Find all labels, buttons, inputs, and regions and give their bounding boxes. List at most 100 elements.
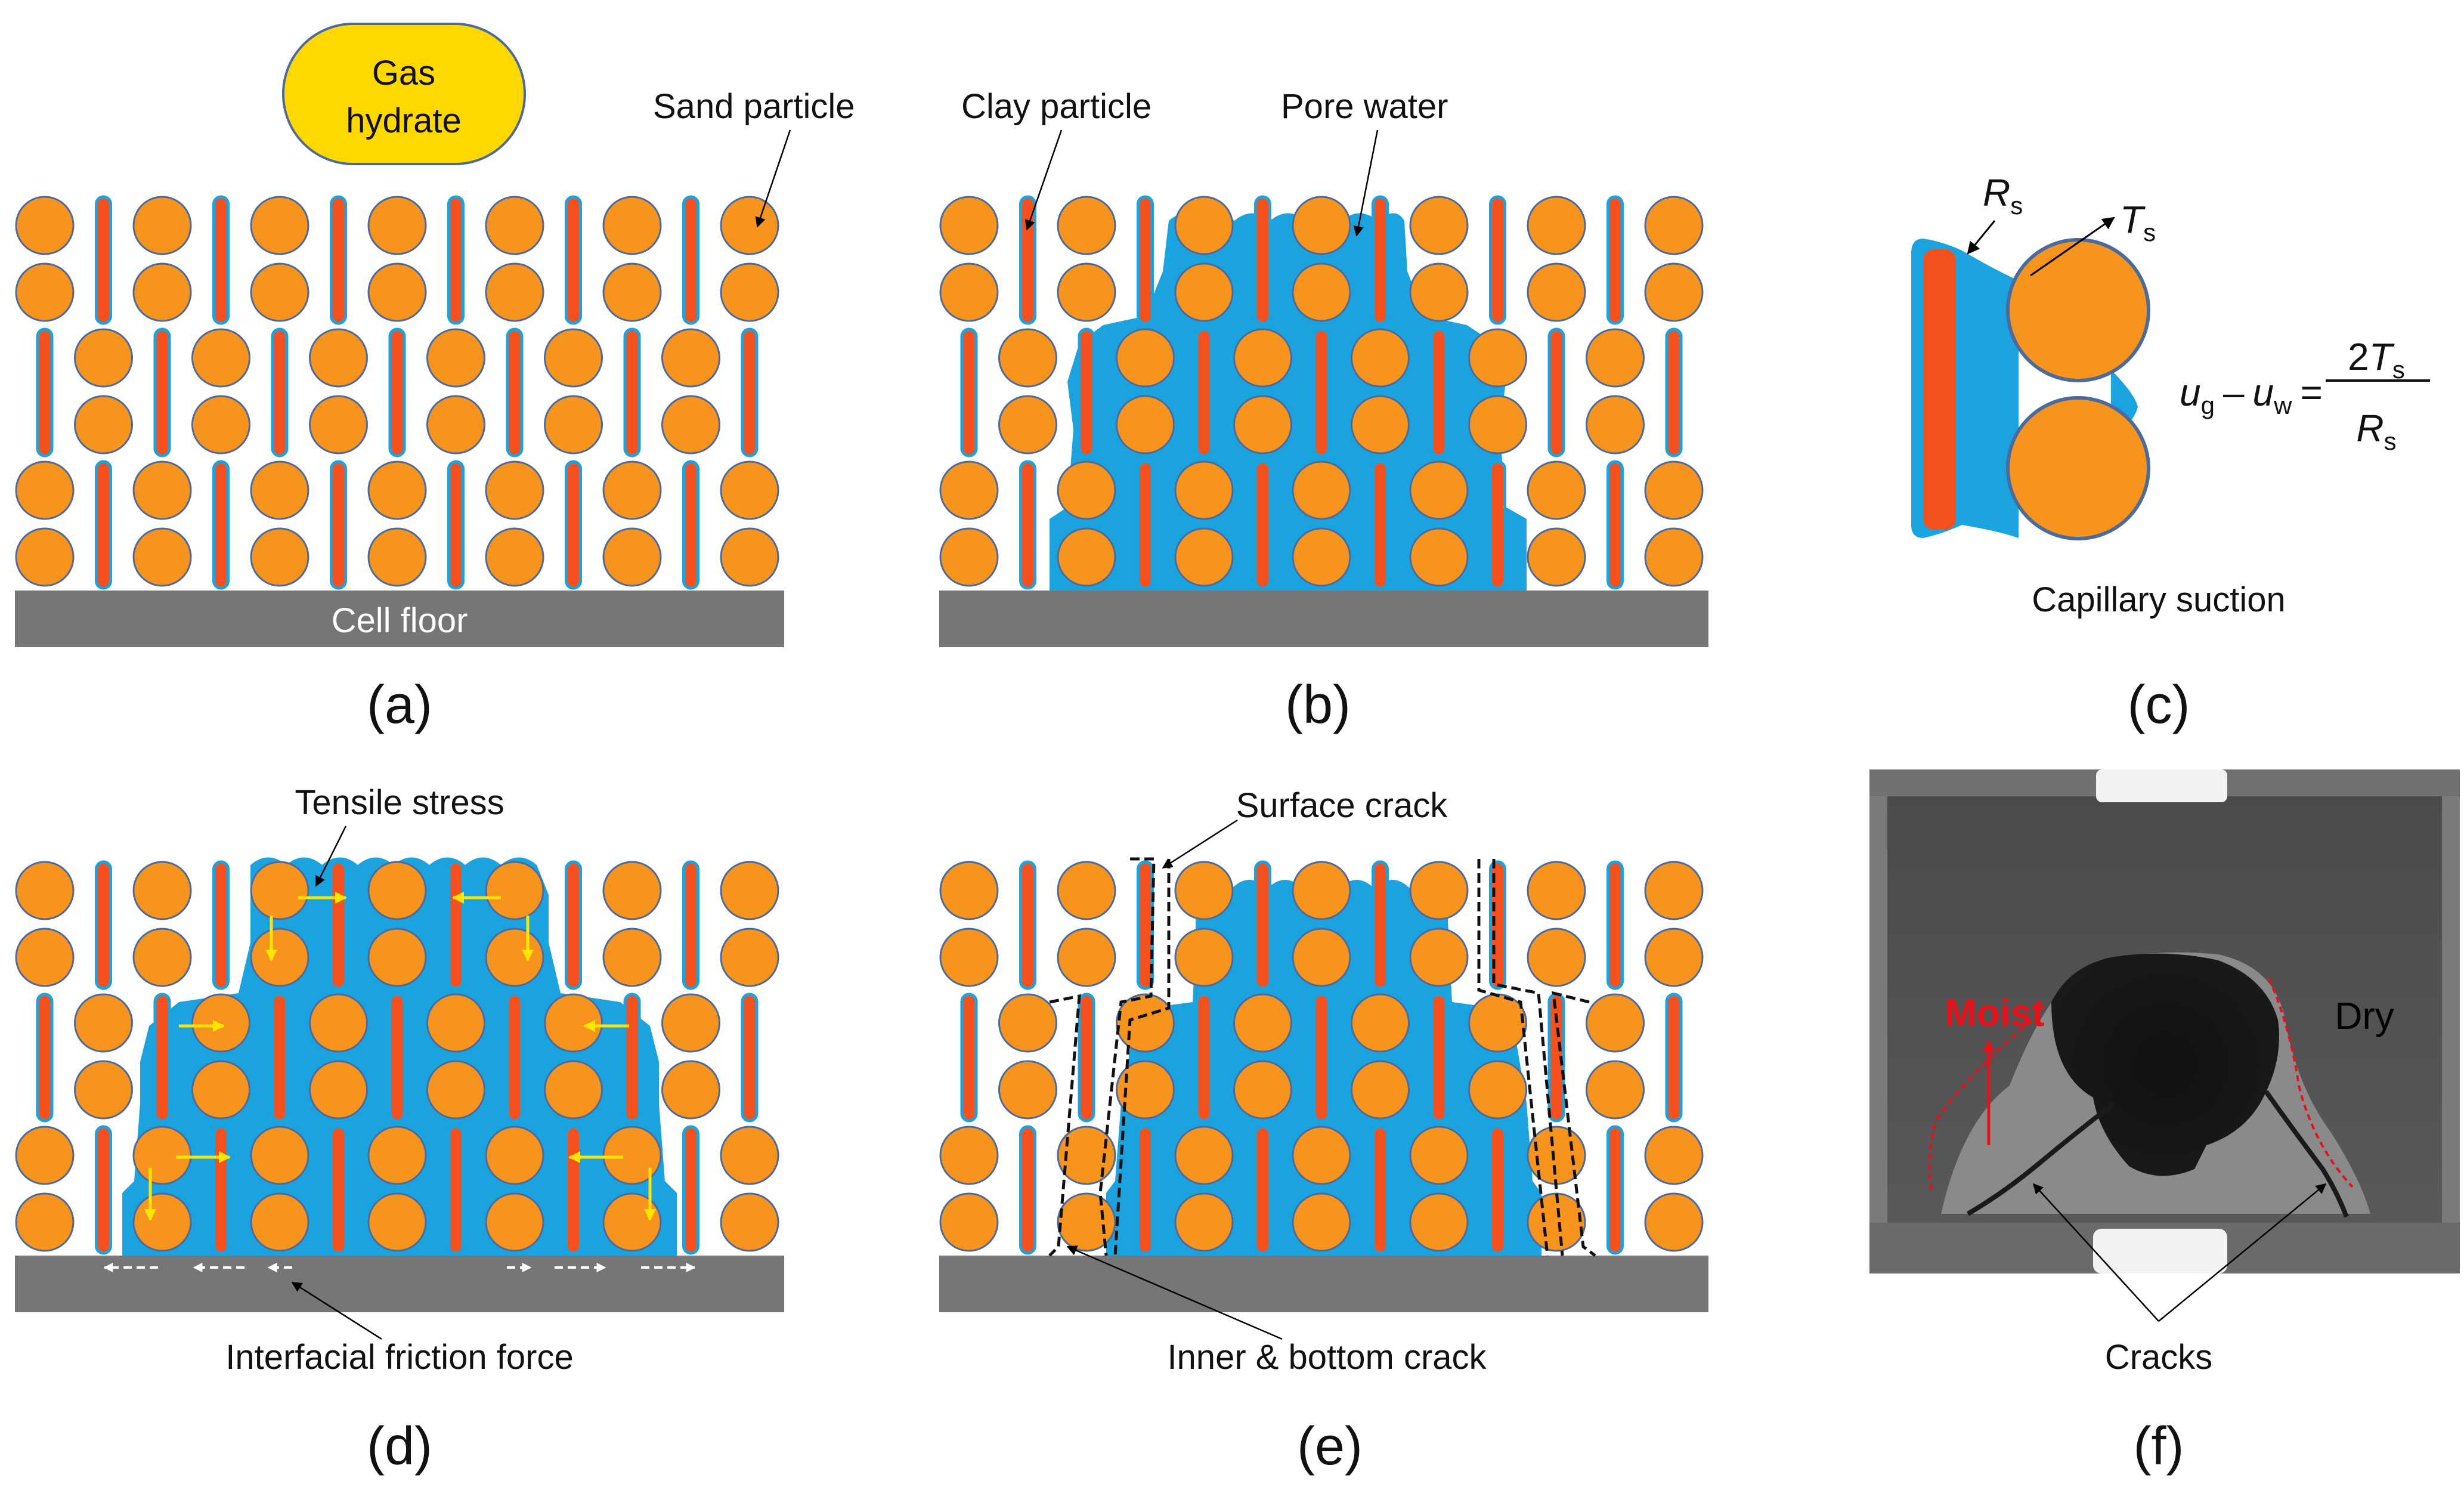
crack-left — [1966, 1101, 2116, 1216]
clay-particle — [1137, 460, 1154, 590]
sand-particle — [426, 395, 485, 455]
sand-particle — [939, 1192, 999, 1252]
gas-hydrate-label-line1: Gas — [372, 54, 435, 92]
capillary-equation: ug–uw= 2Ts Rs — [2180, 335, 2430, 455]
sand-particle — [1644, 262, 1704, 322]
sand-particle — [367, 861, 427, 920]
sand-particle — [1586, 395, 1645, 455]
clay-particle — [1019, 460, 1036, 590]
sand-particle — [720, 262, 779, 322]
clay-particle — [1606, 460, 1624, 590]
clay-particle — [1078, 327, 1095, 457]
sand-particle — [939, 928, 999, 987]
clay-particle — [1313, 993, 1330, 1123]
sand-particle — [191, 993, 250, 1053]
sand-particle — [485, 861, 544, 920]
panel-a: Cell floor Gas hydrate Sand particle (a) — [15, 23, 855, 735]
clay-particle — [447, 860, 465, 990]
sand-particle — [1057, 196, 1116, 255]
sand-particle — [367, 196, 427, 255]
sand-particle — [720, 460, 779, 520]
sand-particle — [74, 993, 133, 1053]
clay-particle — [741, 327, 759, 457]
sand-particle — [74, 1060, 133, 1120]
sand-particle — [250, 861, 309, 920]
sand-particle — [602, 460, 662, 520]
sand-particle-pointer — [755, 129, 791, 228]
sand-particle — [661, 395, 720, 455]
particle-array-a — [15, 195, 779, 590]
clay-particle — [623, 327, 641, 457]
sand-particle — [998, 1060, 1057, 1120]
sand-particle — [132, 196, 192, 255]
sand-particle — [1586, 993, 1645, 1053]
clay-particle — [682, 460, 699, 590]
sand-particle — [132, 262, 192, 322]
sand-particle — [1527, 1126, 1586, 1185]
clay-particle — [95, 195, 112, 325]
clay-particle — [565, 460, 582, 590]
clay-particle — [1372, 195, 1389, 325]
cell-floor-label: Cell floor — [332, 601, 468, 640]
sand-particle — [1527, 460, 1586, 520]
sand-particle — [1527, 928, 1586, 987]
clay-particle — [330, 460, 347, 590]
void-dark-region — [2051, 953, 2279, 1176]
surface-crack-pointer — [1162, 819, 1238, 869]
panel-c: Rs Ts ug–uw= 2Ts Rs Capillary suction (c… — [1911, 171, 2430, 735]
cracks-label: Cracks — [2105, 1338, 2212, 1377]
sand-particle — [1586, 1060, 1645, 1120]
cell-floor-d — [15, 1256, 784, 1312]
clay-particle — [1489, 1125, 1506, 1255]
sand-particle — [15, 262, 75, 322]
sand-particle — [720, 1192, 779, 1252]
sand-particle — [1292, 861, 1351, 920]
capillary-suction-label: Capillary suction — [2032, 580, 2286, 619]
sand-particle — [544, 328, 603, 388]
sand-particle — [15, 928, 75, 987]
clay-particle — [506, 993, 524, 1123]
clay-particle — [1019, 1125, 1036, 1255]
clay-particle — [36, 327, 54, 457]
sand-particle — [998, 993, 1057, 1053]
caption-c: (c) — [2128, 675, 2190, 735]
sand-particle — [367, 262, 427, 322]
cell-floor — [15, 591, 784, 647]
sand-particle — [15, 1126, 75, 1185]
clay-plate-c — [1923, 249, 1956, 530]
pore-water-region-b — [1050, 213, 1527, 591]
sand-particle — [132, 861, 192, 920]
sand-particle — [191, 328, 250, 388]
sand-particle — [1644, 1192, 1704, 1252]
sand-particle — [250, 196, 309, 255]
clay-particle — [1254, 460, 1271, 590]
clay-particle — [271, 993, 289, 1123]
gas-hydrate-bubble — [282, 23, 526, 165]
sand-particle — [1644, 1126, 1704, 1185]
clay-particle — [506, 327, 524, 457]
sand-particle — [1409, 1192, 1469, 1252]
sand-particle-label: Sand particle — [653, 87, 855, 126]
cell-floor-e — [939, 1256, 1708, 1312]
clay-particle-pointer — [1024, 129, 1063, 231]
clay-particle — [1665, 993, 1683, 1123]
sand-particle — [485, 1192, 544, 1252]
clay-particle — [682, 195, 699, 325]
sand-particle — [1174, 861, 1234, 920]
sand-particle — [15, 460, 75, 520]
sand-particle — [250, 527, 309, 587]
clay-particle — [388, 993, 406, 1123]
sand-particle — [1174, 1192, 1234, 1252]
clay-particle — [682, 1125, 699, 1255]
crack-lines — [1048, 857, 1596, 1257]
sand-particle — [74, 328, 133, 388]
sand-particle — [250, 460, 309, 520]
clay-particle — [1430, 993, 1448, 1123]
sand-particle — [1644, 196, 1704, 255]
cracks-pointer-left — [2032, 1183, 2159, 1322]
sand-particle — [1527, 861, 1586, 920]
svg-text:2Ts: 2Ts — [2348, 335, 2405, 384]
tensile-arrows — [144, 892, 656, 1221]
svg-text:ug–uw=: ug–uw= — [2180, 371, 2323, 419]
ct-scan-border-left — [1869, 769, 1887, 1273]
